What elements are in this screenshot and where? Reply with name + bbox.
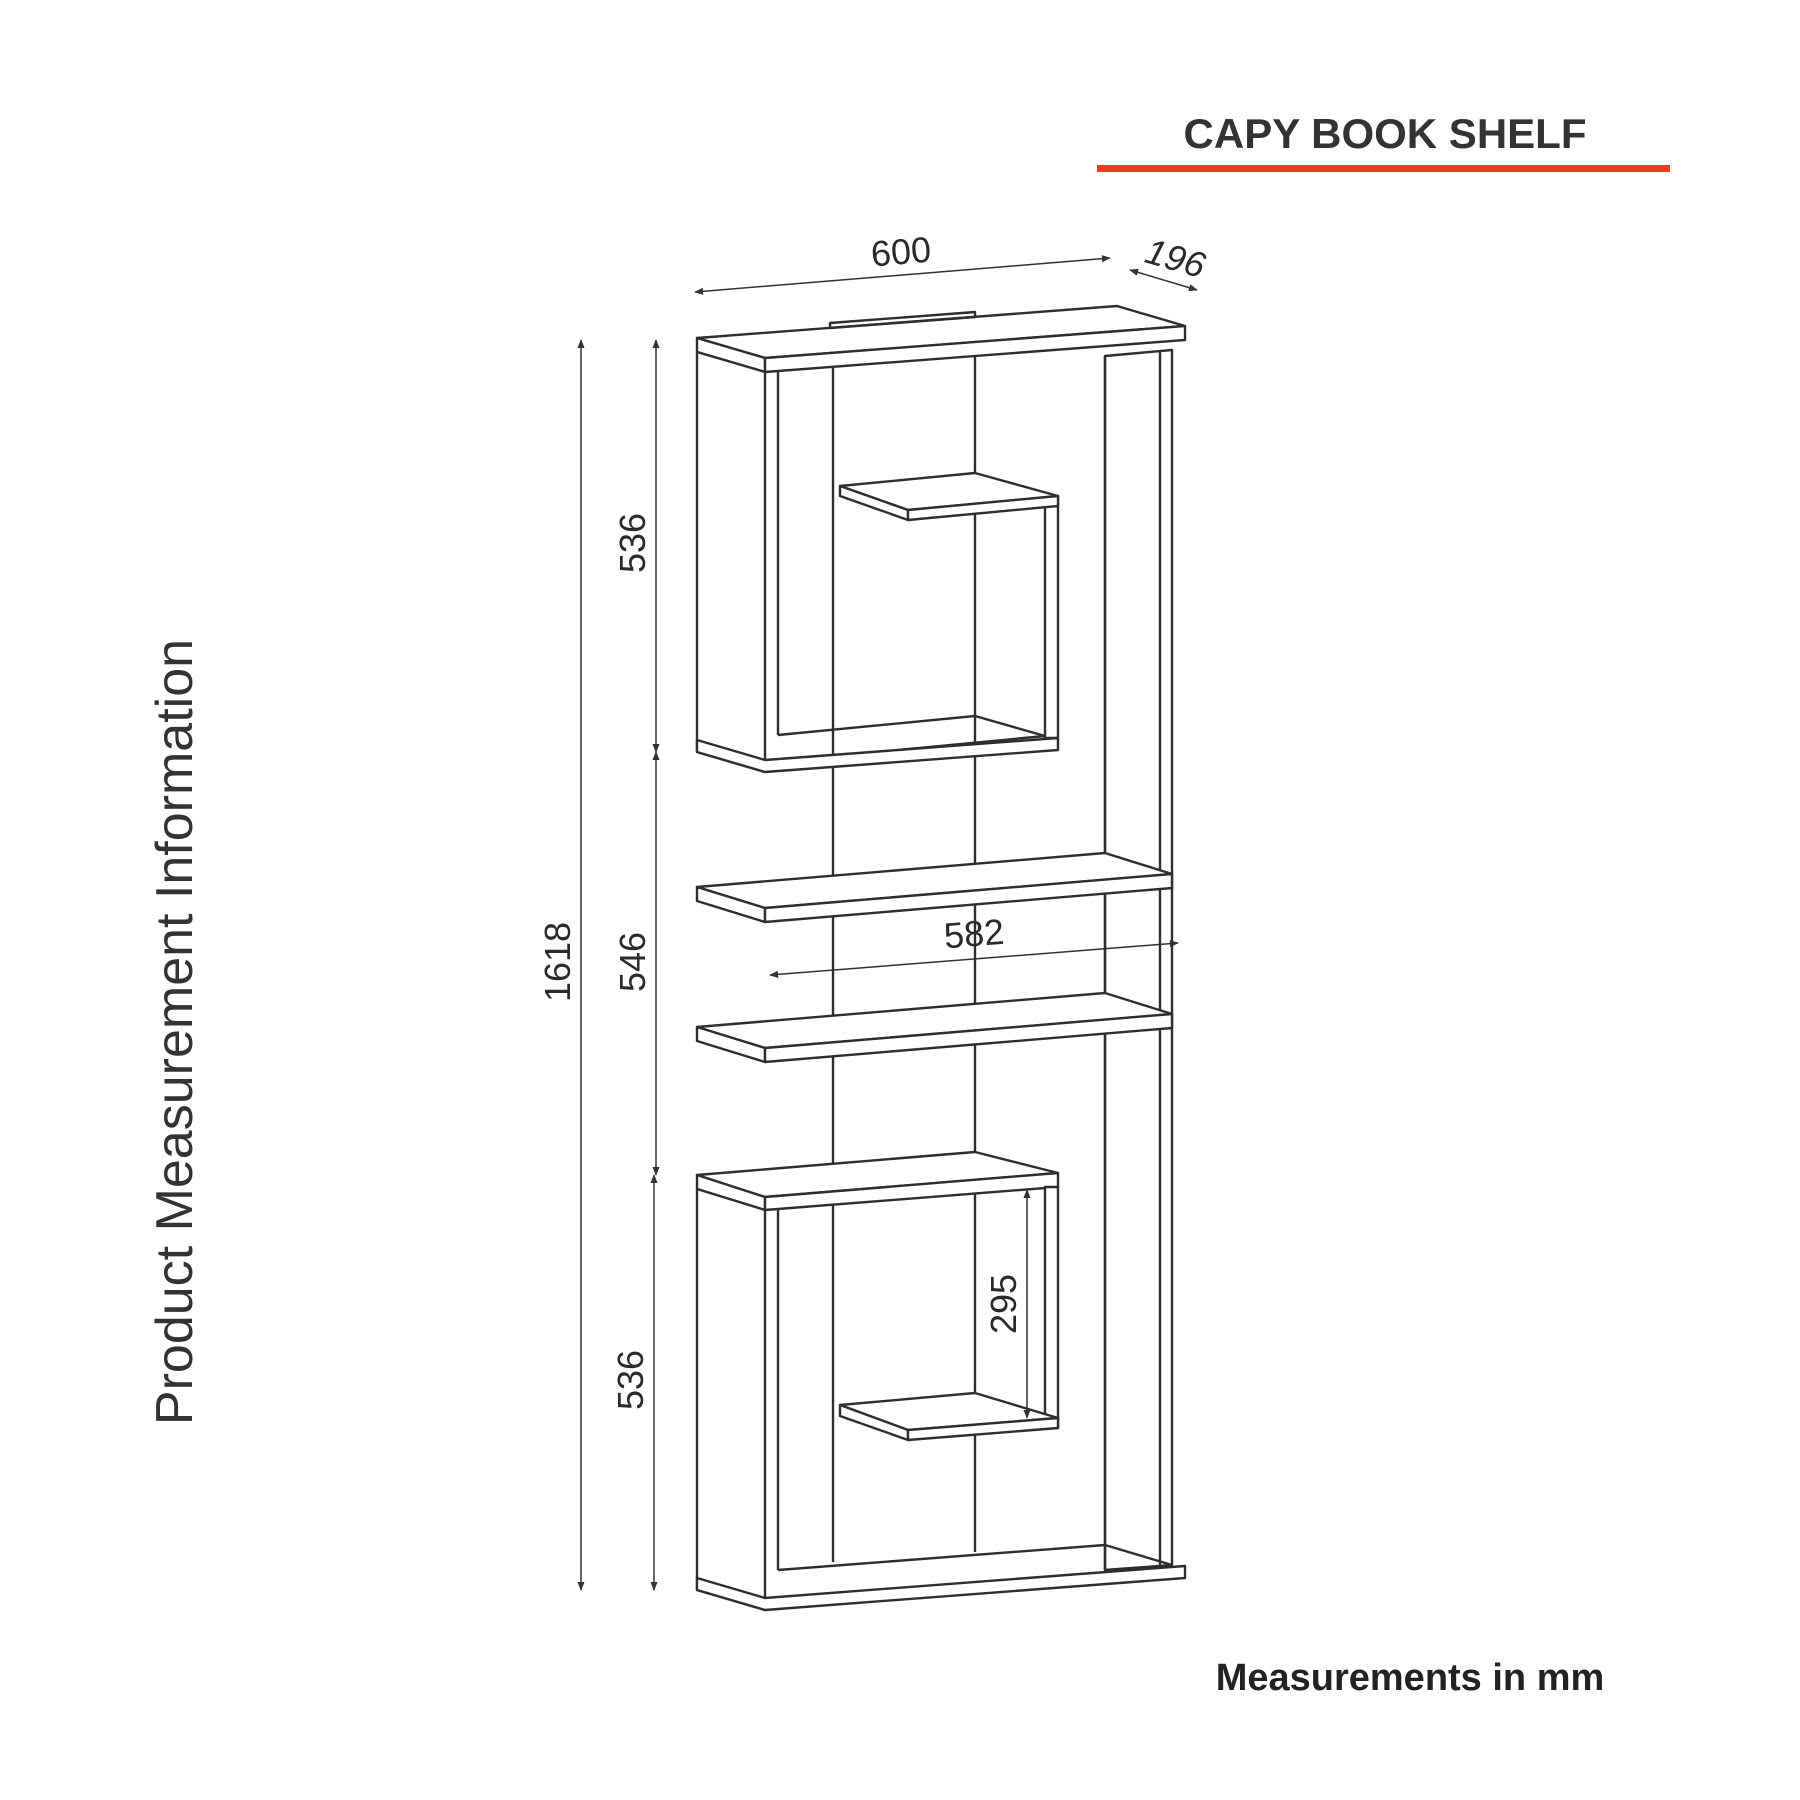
- total-height-dimension-label: 1618: [537, 922, 578, 1002]
- lower-box-right-side: [1043, 1185, 1060, 1430]
- lower-height-dimension-label: 536: [610, 1350, 651, 1410]
- depth-dimension-label: 196: [1141, 230, 1211, 286]
- inner-width-dimension-label: 582: [942, 911, 1005, 957]
- top-recess: [828, 310, 977, 330]
- lower-box-left-side: [695, 1187, 767, 1612]
- width-dimension-line: [694, 255, 1111, 295]
- inner-width-dimension-line: [769, 940, 1179, 978]
- inner-height-dimension-label: 295: [983, 1274, 1024, 1334]
- page-title: CAPY BOOK SHELF: [1184, 110, 1587, 157]
- title-underline: [1097, 165, 1670, 172]
- bookshelf-drawing: [695, 304, 1187, 1612]
- upper-height-dimension-label: 536: [612, 513, 653, 573]
- depth-dimension-line: [1129, 268, 1198, 292]
- width-dimension-label: 600: [869, 229, 932, 275]
- bottom-board: [695, 1564, 1187, 1612]
- upper-box-left-side: [695, 350, 767, 774]
- units-note: Measurements in mm: [1216, 1657, 1605, 1699]
- upper-box-right-side: [1043, 494, 1060, 740]
- dimension-lines: 600 196 1618 536 546 536 582 295: [537, 229, 1211, 1591]
- right-side-panel: [1103, 348, 1174, 1572]
- side-label: Product Measurement Information: [146, 639, 204, 1425]
- middle-height-dimension-label: 546: [612, 932, 653, 992]
